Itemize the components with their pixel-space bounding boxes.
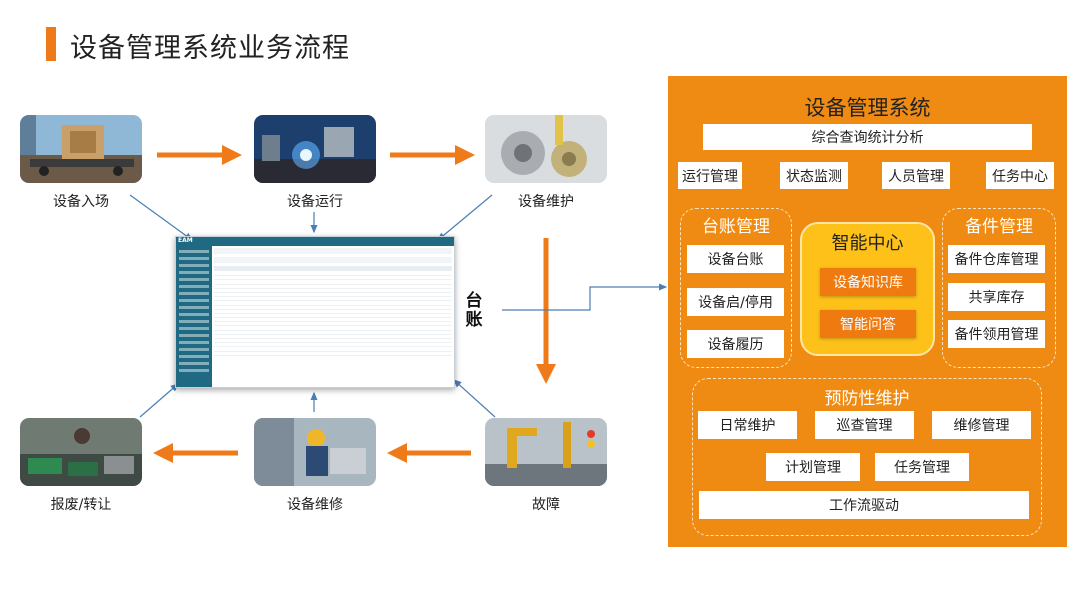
step-label-scrap: 报废/转让	[50, 497, 112, 513]
step-label-entry: 设备入场	[53, 194, 109, 210]
step-label-maintenance: 设备维护	[518, 194, 574, 210]
screenshot-topbar	[176, 237, 454, 246]
screenshot-logo: EAM	[178, 237, 193, 244]
connector-fault	[453, 379, 496, 418]
module-personnel: 人员管理	[882, 162, 950, 189]
preventive-group	[692, 378, 1042, 536]
preventive-plan: 计划管理	[766, 453, 860, 481]
preventive-daily: 日常维护	[698, 411, 797, 439]
ledger-group	[680, 208, 792, 368]
ledger-item-history: 设备履历	[687, 330, 784, 358]
step-label-repair: 设备维修	[287, 497, 343, 513]
photo-equipment-entry	[20, 115, 142, 183]
system-screenshot: EAM	[175, 236, 455, 388]
title-accent-bar	[46, 27, 56, 61]
ledger-label: 台账	[465, 291, 483, 330]
module-operation: 运行管理	[678, 162, 742, 189]
photo-scrap-transfer	[20, 418, 142, 486]
spare-item-warehouse: 备件仓库管理	[948, 245, 1045, 273]
spare-parts-group	[942, 208, 1056, 368]
photo-equipment-running	[254, 115, 376, 183]
preventive-repair-mgmt: 维修管理	[932, 411, 1031, 439]
ledger-item-account: 设备台账	[687, 245, 784, 273]
module-task-center: 任务中心	[986, 162, 1054, 189]
preventive-title: 预防性维护	[824, 389, 910, 409]
connector-maintain	[437, 194, 493, 241]
spare-item-shared-stock: 共享库存	[948, 283, 1045, 311]
connector-entry	[129, 194, 193, 241]
photo-fault	[485, 418, 607, 486]
system-title: 设备管理系统	[804, 96, 931, 120]
photo-equipment-repair	[254, 418, 376, 486]
module-monitoring: 状态监测	[780, 162, 848, 189]
page-title: 设备管理系统业务流程	[70, 33, 350, 64]
connector-ledger-to-system	[502, 283, 668, 311]
step-label-fault: 故障	[532, 497, 560, 513]
preventive-inspection: 巡查管理	[815, 411, 914, 439]
photo-equipment-maintenance	[485, 115, 607, 183]
preventive-task: 任务管理	[875, 453, 969, 481]
screenshot-table	[214, 248, 452, 385]
ledger-item-start-stop: 设备启/停用	[687, 288, 784, 316]
smart-item-qa: 智能问答	[820, 310, 916, 338]
screenshot-sidebar	[176, 246, 212, 387]
ledger-group-title: 台账管理	[702, 217, 770, 237]
spare-item-requisition: 备件领用管理	[948, 320, 1045, 348]
query-analysis-bar: 综合查询统计分析	[703, 124, 1032, 150]
workflow-driven-bar: 工作流驱动	[699, 491, 1029, 519]
smart-item-knowledge-base: 设备知识库	[820, 268, 916, 296]
step-label-running: 设备运行	[287, 194, 343, 210]
smart-center-title: 智能中心	[831, 233, 904, 254]
connector-scrap	[139, 383, 179, 418]
spare-parts-title: 备件管理	[965, 217, 1033, 237]
